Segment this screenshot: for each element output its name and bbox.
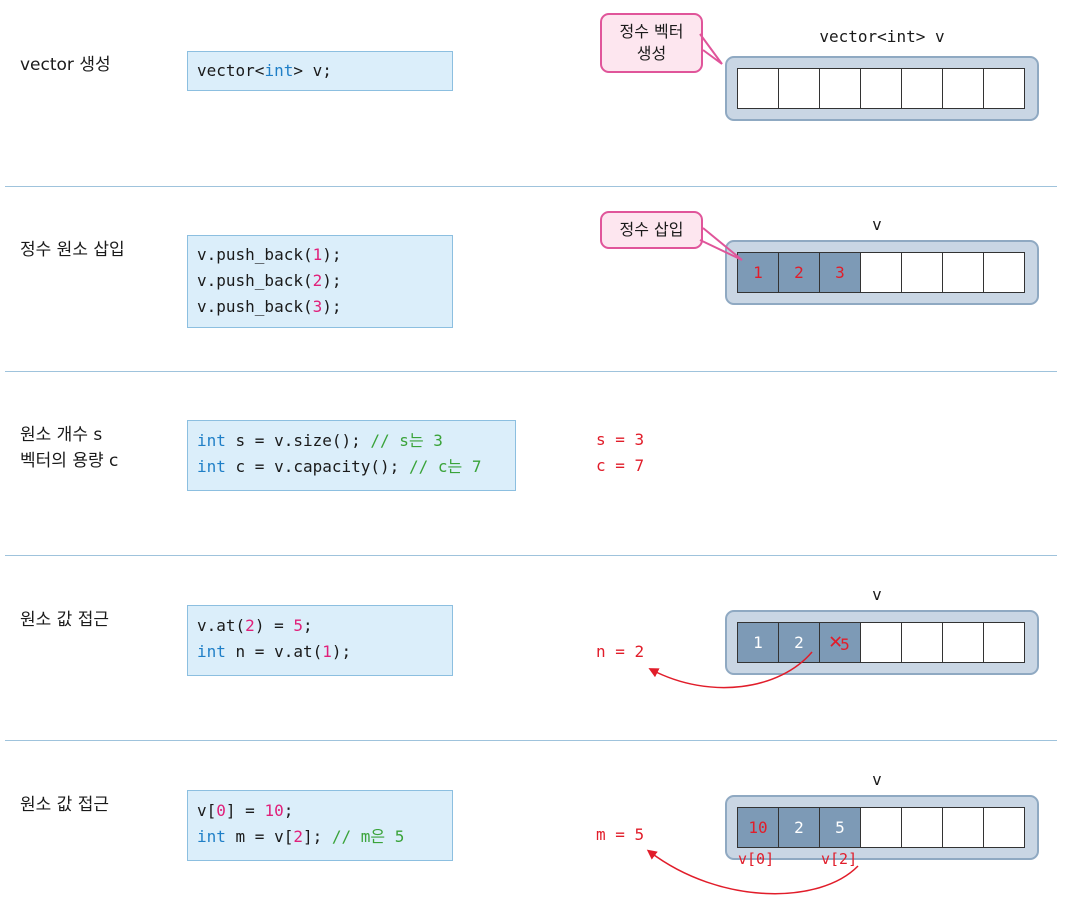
vector-cell bbox=[861, 69, 902, 108]
vector-diagram-4: 1 2 5 ✕ bbox=[725, 610, 1039, 675]
vector-cell bbox=[820, 69, 861, 108]
vector-diagram-5: 10 2 5 bbox=[725, 795, 1039, 860]
vector-cell bbox=[943, 808, 984, 847]
code-line: v[0] = 10; bbox=[197, 801, 294, 820]
code-line: v.push_back(1); bbox=[197, 245, 342, 264]
vector-cell: 2 bbox=[779, 808, 820, 847]
vector-cell bbox=[861, 253, 902, 292]
code-line: v.push_back(3); bbox=[197, 297, 342, 316]
vector-cell bbox=[943, 623, 984, 662]
vector-cell bbox=[902, 623, 943, 662]
section-4-label: 원소 값 접근 bbox=[20, 610, 110, 630]
result-size-capacity: s = 3 c = 7 bbox=[596, 430, 645, 475]
code-block-1: vector<int> v; bbox=[187, 51, 453, 91]
index-label-v2: v[2] bbox=[821, 850, 858, 868]
vector-cells: 10 2 5 bbox=[737, 807, 1025, 848]
section-divider bbox=[5, 371, 1057, 372]
code-block-3: int s = v.size(); // s는 3 int c = v.capa… bbox=[187, 420, 516, 491]
section-1-label: vector 생성 bbox=[20, 55, 111, 75]
vector-cell bbox=[738, 69, 779, 108]
section-3-label: 원소 개수 s 벡터의 용량 c bbox=[20, 425, 119, 471]
vector-cell bbox=[984, 253, 1024, 292]
result-m: m = 5 bbox=[596, 825, 645, 844]
vector-title-5: v bbox=[872, 770, 882, 789]
vector-cell bbox=[902, 69, 943, 108]
vector-cell: 3 bbox=[820, 253, 861, 292]
vector-cell bbox=[943, 69, 984, 108]
vector-cell: 2 bbox=[779, 623, 820, 662]
code-line: int s = v.size(); // s는 3 bbox=[197, 431, 443, 450]
code-line: v.push_back(2); bbox=[197, 271, 342, 290]
callout-create-vector: 정수 벡터 생성 bbox=[600, 13, 703, 73]
vector-cell bbox=[902, 808, 943, 847]
vector-cells: 1 2 3 bbox=[737, 252, 1025, 293]
vector-cell: 1 bbox=[738, 623, 779, 662]
vector-cell bbox=[984, 69, 1024, 108]
vector-title-2: v bbox=[872, 215, 882, 234]
vector-cell bbox=[861, 808, 902, 847]
vector-cell bbox=[943, 253, 984, 292]
vector-cell: 10 bbox=[738, 808, 779, 847]
vector-cell bbox=[779, 69, 820, 108]
vector-cell bbox=[984, 623, 1024, 662]
vector-cell: 2 bbox=[779, 253, 820, 292]
result-n: n = 2 bbox=[596, 642, 645, 661]
callout-pointer-1 bbox=[699, 33, 723, 65]
vector-cell bbox=[984, 808, 1024, 847]
vector-diagram-2: 1 2 3 bbox=[725, 240, 1039, 305]
code-line: v.at(2) = 5; bbox=[197, 616, 313, 635]
section-5-label: 원소 값 접근 bbox=[20, 795, 110, 815]
code-line: int m = v[2]; // m은 5 bbox=[197, 827, 405, 846]
vector-title-1: vector<int> v bbox=[819, 27, 945, 46]
section-divider bbox=[5, 186, 1057, 187]
callout-insert: 정수 삽입 bbox=[600, 211, 703, 249]
vector-cell bbox=[902, 253, 943, 292]
code-line: vector<int> v; bbox=[197, 61, 332, 80]
code-line: int n = v.at(1); bbox=[197, 642, 352, 661]
code-line: int c = v.capacity(); // c는 7 bbox=[197, 457, 482, 476]
vector-cell: 1 bbox=[738, 253, 779, 292]
index-label-v0: v[0] bbox=[738, 850, 775, 868]
vector-cell bbox=[861, 623, 902, 662]
vector-diagram-1 bbox=[725, 56, 1039, 121]
cell-new-value: 5 bbox=[840, 635, 850, 654]
vector-cells bbox=[737, 68, 1025, 109]
vector-cell: 5 bbox=[820, 808, 861, 847]
code-block-2: v.push_back(1); v.push_back(2); v.push_b… bbox=[187, 235, 453, 328]
section-divider bbox=[5, 740, 1057, 741]
vector-cell-overwritten: 5 ✕ bbox=[820, 623, 861, 662]
section-2-label: 정수 원소 삽입 bbox=[20, 240, 125, 260]
code-block-4: v.at(2) = 5; int n = v.at(1); bbox=[187, 605, 453, 676]
strike-x-icon: ✕ bbox=[829, 629, 843, 654]
vector-cells: 1 2 5 ✕ bbox=[737, 622, 1025, 663]
vector-title-4: v bbox=[872, 585, 882, 604]
code-block-5: v[0] = 10; int m = v[2]; // m은 5 bbox=[187, 790, 453, 861]
section-divider bbox=[5, 555, 1057, 556]
